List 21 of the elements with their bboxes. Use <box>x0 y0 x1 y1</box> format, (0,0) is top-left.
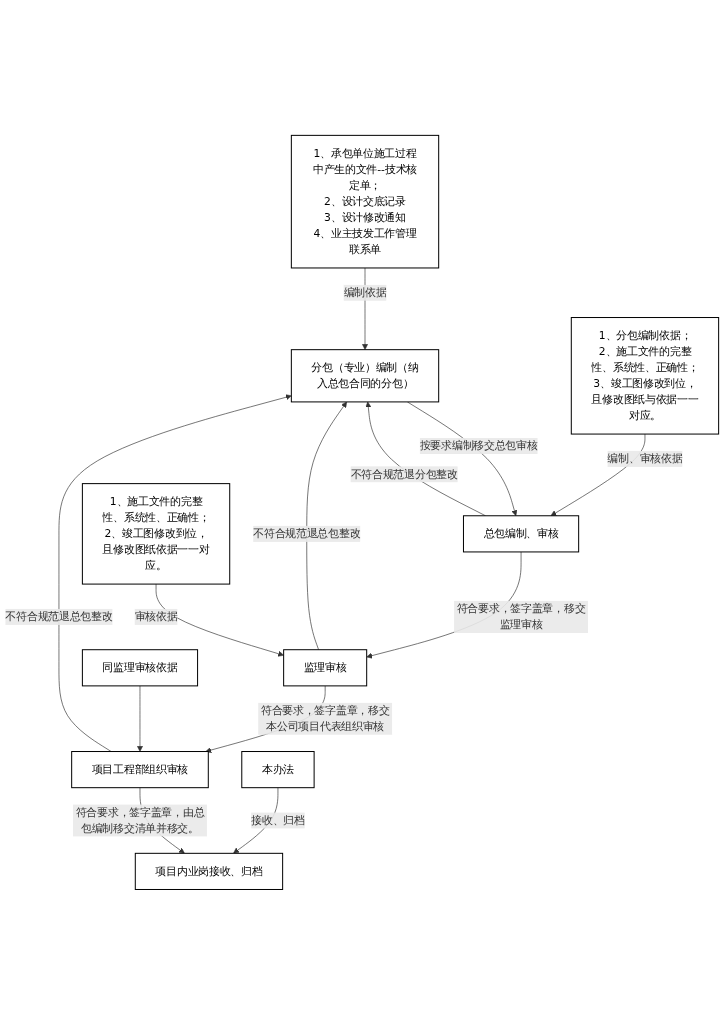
node-box: 监理审核 <box>283 648 368 686</box>
node-box: 1、分包编制依据；2、施工文件的完整性、系统性、正确性；3、竣工图修改到位，且修改图纸与依据一一对应。 <box>570 316 720 435</box>
edge-label: 不符合规范退分包整改 <box>350 467 458 480</box>
edge-label: 符合要求，签字盖章，移交本公司项目代表组织审核 <box>260 703 390 733</box>
edge-label: 接收、归档 <box>251 813 305 827</box>
edge-label: 符合要求，签字盖章，由总包编制移交清单并移交。 <box>75 805 205 835</box>
edge-label: 编制、审核依据 <box>607 451 683 465</box>
edge-label: 不符合规范退总包整改 <box>5 609 113 623</box>
node-box: 本办法 <box>241 750 315 788</box>
node-box: 总包编制、审核 <box>462 514 580 552</box>
node-box: 项目内业岗接收、归档 <box>134 852 284 890</box>
node-box: 1、施工文件的完整性、系统性、正确性；2、竣工图修改到位，且修改图纸依据一一对应。 <box>81 482 231 585</box>
edge-label: 审核依据 <box>134 609 178 623</box>
node-box: 同监理审核依据 <box>81 648 199 686</box>
edge-label: 编制依据 <box>343 285 387 299</box>
node-box: 分包（专业）编制（纳入总包合同的分包） <box>290 348 440 402</box>
node-box: 项目工程部组织审核 <box>71 750 209 788</box>
edge-label: 符合要求，签字盖章，移交监理审核 <box>456 601 586 631</box>
node-box: 1、承包单位施工过程中产生的文件--技术核定单； 2、设计交底记录 3、设计修改通知 4、业主技发工作管理联系单 <box>290 134 440 269</box>
edge-label: 按要求编制移交总包审核 <box>419 438 538 452</box>
edge-label: 不符合规范退总包整改 <box>253 526 361 540</box>
